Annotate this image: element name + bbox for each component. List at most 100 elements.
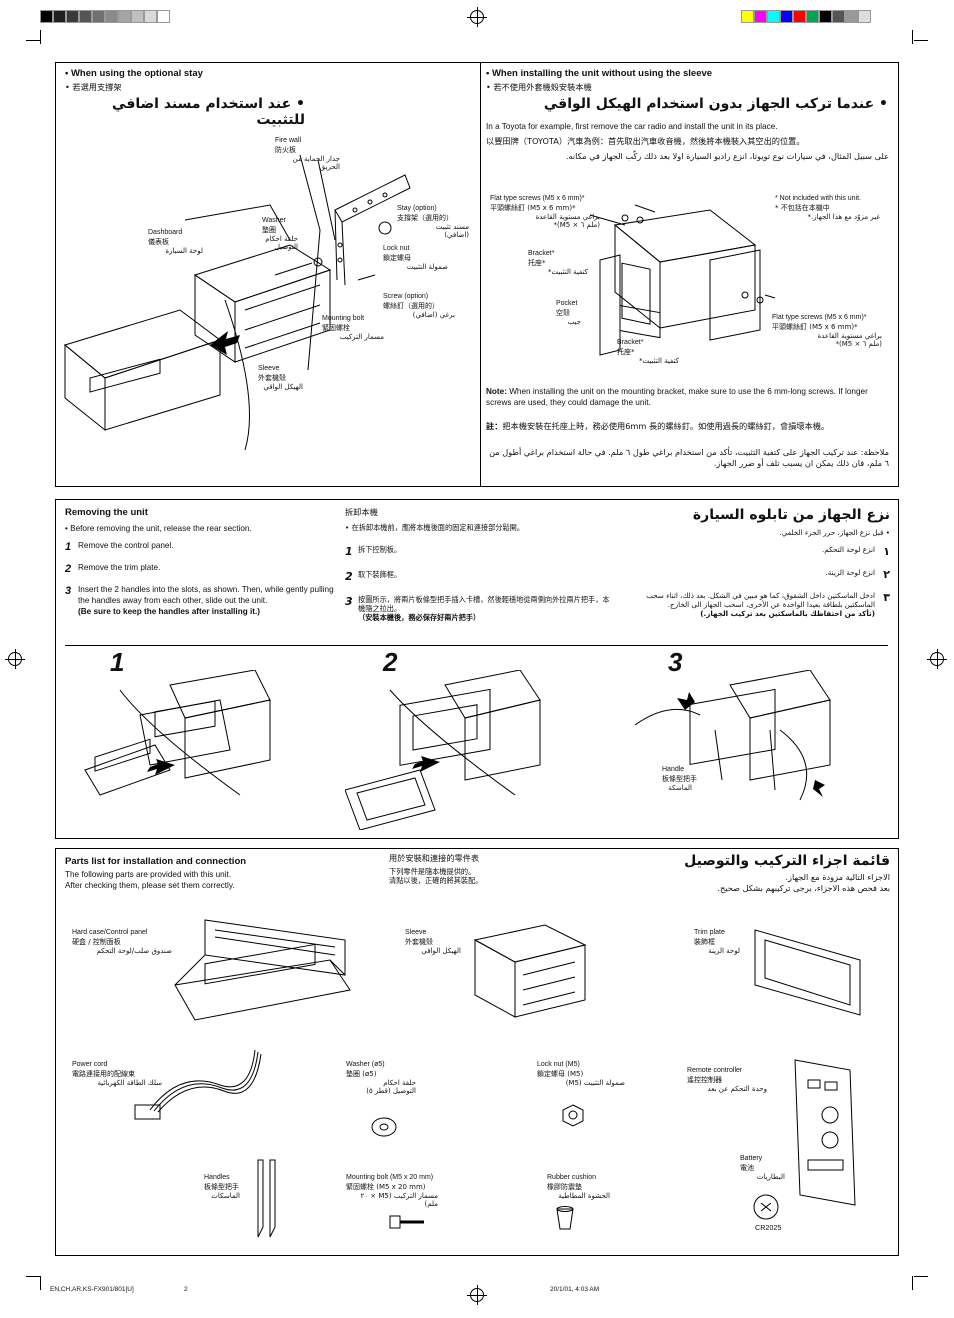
hard-case-drawing [174, 919, 351, 1021]
figure-number-2: 2 [383, 647, 398, 677]
grayscale-color-bar [40, 10, 170, 23]
power-cord-drawing [134, 1049, 262, 1120]
no-sleeve-intro-zh: 以豐田牌（TOYOTA）汽車為例：首先取出汽車收音機，然後將本機裝入其空出的位置… [486, 136, 805, 146]
parts-subtext-zh: 下列零件是隨本機提供的。清點以後，正確的將其裝配。 [389, 867, 483, 885]
divider [65, 645, 888, 646]
crop-mark [26, 1276, 40, 1277]
lock-nut-part-label: Lock nut (M5)鎖定螺母 (M5) صمولة التثبيت (M5… [537, 1061, 625, 1087]
color-swatch [819, 10, 832, 23]
crop-mark [40, 30, 41, 44]
figure-number-3: 3 [668, 647, 683, 677]
note-ar: ملاحظة: عند تركيب الجهاز على كتفية التثب… [489, 447, 889, 469]
cmyk-color-bar [741, 10, 871, 23]
parts-subtext-ar: الاجزاء التالية مزودة مع الجهاز.بعد فحص … [717, 872, 890, 894]
no-sleeve-heading-zh: • 若不使用外套機殼安裝本機 [486, 82, 592, 92]
optional-stay-heading: • When using the optional stay [65, 68, 203, 79]
flat-screws-bottom-label: Flat type screws (M5 x 6 mm)*平頭螺絲釘 (M5 x… [772, 314, 882, 349]
battery-drawing [753, 1194, 779, 1220]
sleeve-drawing [473, 924, 587, 1018]
removing-heading-ar: نزع الجهاز من تابلوه السيارة [692, 507, 890, 523]
color-swatch [66, 10, 79, 23]
footer-file: EN,CH,AR.KS-FX901/801[U] [50, 1286, 134, 1293]
note-en: Note: When installing the unit on the mo… [486, 387, 868, 408]
color-swatch [845, 10, 858, 23]
color-swatch [105, 10, 118, 23]
parts-subtext: The following parts are provided with th… [65, 870, 235, 891]
parts-list-panel [55, 848, 899, 1256]
installation-panel [55, 62, 899, 487]
color-swatch [741, 10, 754, 23]
color-swatch [754, 10, 767, 23]
crop-mark [912, 30, 913, 44]
color-swatch [118, 10, 131, 23]
not-included-label: * Not included with this unit.* 不包括在本機中 … [775, 195, 880, 221]
removing-bullet-zh: • 在拆卸本機前，應將本機後面的固定和連接部分鬆開。 [345, 523, 525, 532]
removing-bullet: • Before removing the unit, release the … [65, 524, 252, 533]
registration-mark-icon [467, 7, 487, 27]
no-sleeve-intro: In a Toyota for example, first remove th… [486, 122, 778, 131]
note-zh: 註：把本機安裝在托座上時，務必使用6mm 長的螺絲釘。如使用過長的螺絲釘，會損壞… [486, 421, 830, 431]
divider [480, 62, 481, 487]
color-swatch [780, 10, 793, 23]
removal-panel [55, 499, 899, 839]
removing-heading-zh: 拆卸本機 [345, 507, 378, 517]
parts-heading-zh: 用於安裝和連接的零件表 [389, 853, 480, 863]
registration-mark-icon [467, 1285, 487, 1305]
crop-mark [40, 1276, 41, 1290]
color-swatch [131, 10, 144, 23]
bracket-bottom-label: Bracket*托座* كتفية التثبيت* [617, 339, 679, 365]
stay-label: Stay (option)支撐架（選用的） مسند تثبيت(اضافي) [397, 205, 469, 240]
mounting-bolt-part-label: Mounting bolt (M5 x 20 mm)緊固螺栓 (M5 x 20 … [346, 1174, 438, 1209]
handles-drawing [257, 1159, 276, 1238]
mounting-bolt-drawing [389, 1215, 424, 1229]
color-swatch [793, 10, 806, 23]
bracket-top-label: Bracket*托座* كتفية التثبيت* [528, 250, 588, 276]
rubber-cushion-drawing [556, 1206, 574, 1230]
color-swatch [858, 10, 871, 23]
lock-nut-drawing [562, 1104, 584, 1127]
crop-mark [914, 1276, 928, 1277]
color-swatch [144, 10, 157, 23]
crop-mark [26, 40, 40, 41]
color-swatch [92, 10, 105, 23]
parts-heading: Parts list for installation and connecti… [65, 856, 247, 867]
removing-heading: Removing the unit [65, 507, 148, 518]
optional-stay-diagram [63, 154, 411, 450]
color-swatch [53, 10, 66, 23]
remote-controller-drawing [794, 1059, 856, 1206]
washer-drawing [371, 1117, 397, 1137]
color-swatch [79, 10, 92, 23]
bracket-mount-diagram [589, 204, 776, 356]
remove-control-panel-figure [84, 670, 271, 796]
flat-screws-top-label: Flat type screws (M5 x 6 mm)*平頭螺絲釘 (M5 x… [490, 195, 600, 230]
color-swatch [157, 10, 170, 23]
insert-handles-figure [634, 670, 831, 801]
crop-mark [914, 40, 928, 41]
optional-stay-heading-ar: • عند استخدام مسند اضافي للتثبيت [112, 96, 305, 128]
color-swatch [40, 10, 53, 23]
trim-plate-drawing [754, 929, 861, 1016]
color-swatch [832, 10, 845, 23]
battery-model: CR2025 [755, 1223, 782, 1232]
no-sleeve-intro-ar: على سبيل المثال، في سيارات نوع تويوتا، ا… [565, 151, 889, 161]
removing-bullet-ar: • قبل نزع الجهاز، حرر الجزء الخلفي. [779, 528, 890, 537]
crop-mark [912, 1276, 913, 1290]
parts-heading-ar: قائمة اجزاء التركيب والتوصيل [684, 853, 890, 869]
remove-trim-plate-figure [345, 670, 541, 830]
